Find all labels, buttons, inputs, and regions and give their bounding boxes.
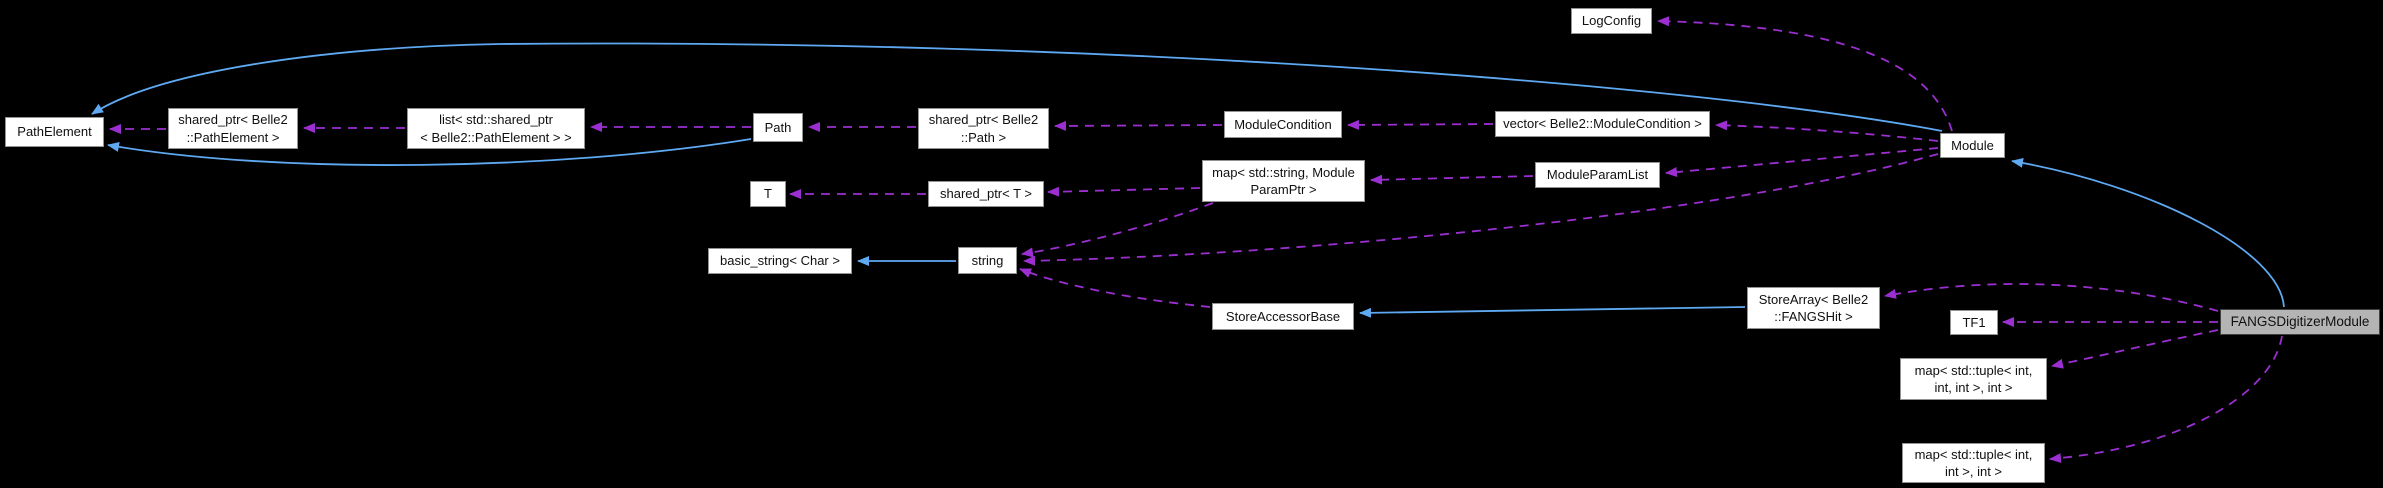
node-shared-ptr-pathelement[interactable]: shared_ptr< Belle2 ::PathElement > xyxy=(168,108,298,149)
node-modulecondition[interactable]: ModuleCondition xyxy=(1224,111,1342,138)
edge-fangs-module xyxy=(2011,157,2285,308)
node-storearray-fangshit[interactable]: StoreArray< Belle2 ::FANGSHit > xyxy=(1747,287,1880,329)
edge-mapparam-spt xyxy=(1047,186,1201,197)
edge-fangs-maptuple2 xyxy=(2049,335,2283,464)
node-logconfig[interactable]: LogConfig xyxy=(1571,8,1652,34)
node-fangsdigitizermodule: FANGSDigitizerModule xyxy=(2220,309,2380,335)
edge-module-moduleparamlist xyxy=(1665,147,1939,177)
node-shared-ptr-t[interactable]: shared_ptr< T > xyxy=(928,181,1044,207)
node-string[interactable]: string xyxy=(958,247,1017,274)
node-map-tuple-int-int[interactable]: map< std::tuple< int, int >, int > xyxy=(1902,443,2045,483)
edge-module-string xyxy=(1023,153,1939,266)
edge-mapparam-string xyxy=(1021,202,1214,258)
node-tf1[interactable]: TF1 xyxy=(1950,310,1998,335)
node-map-tuple-int-int-int[interactable]: map< std::tuple< int, int, int >, int > xyxy=(1900,358,2047,400)
node-vector-modulecondition[interactable]: vector< Belle2::ModuleCondition > xyxy=(1495,111,1710,137)
edge-module-vector xyxy=(1715,120,1939,142)
edge-fangs-maptuple3 xyxy=(2051,329,2219,369)
edge-modulecondition-sppath xyxy=(1054,120,1223,131)
node-t[interactable]: T xyxy=(750,181,786,207)
node-module[interactable]: Module xyxy=(1940,133,2005,158)
node-list-shared-ptr[interactable]: list< std::shared_ptr < Belle2::PathElem… xyxy=(407,108,585,149)
node-map-string-moduleparamptr[interactable]: map< std::string, Module ParamPtr > xyxy=(1202,160,1365,202)
edge-vector-modulecondition xyxy=(1347,119,1494,130)
edge-storearray-storeaccessorbase xyxy=(1359,306,1746,318)
edge-moduleparamlist-mapparam xyxy=(1370,174,1534,185)
node-shared-ptr-path[interactable]: shared_ptr< Belle2 ::Path > xyxy=(918,108,1049,149)
node-pathelement[interactable]: PathElement xyxy=(5,117,104,147)
node-basic-string-char[interactable]: basic_string< Char > xyxy=(708,248,852,274)
edge-fangs-storearray xyxy=(1884,283,2219,312)
node-path[interactable]: Path xyxy=(753,113,803,142)
node-storeaccessorbase[interactable]: StoreAccessorBase xyxy=(1212,303,1354,330)
node-moduleparamlist[interactable]: ModuleParamList xyxy=(1535,162,1660,188)
edge-storeaccessorbase-string xyxy=(1019,268,1211,308)
